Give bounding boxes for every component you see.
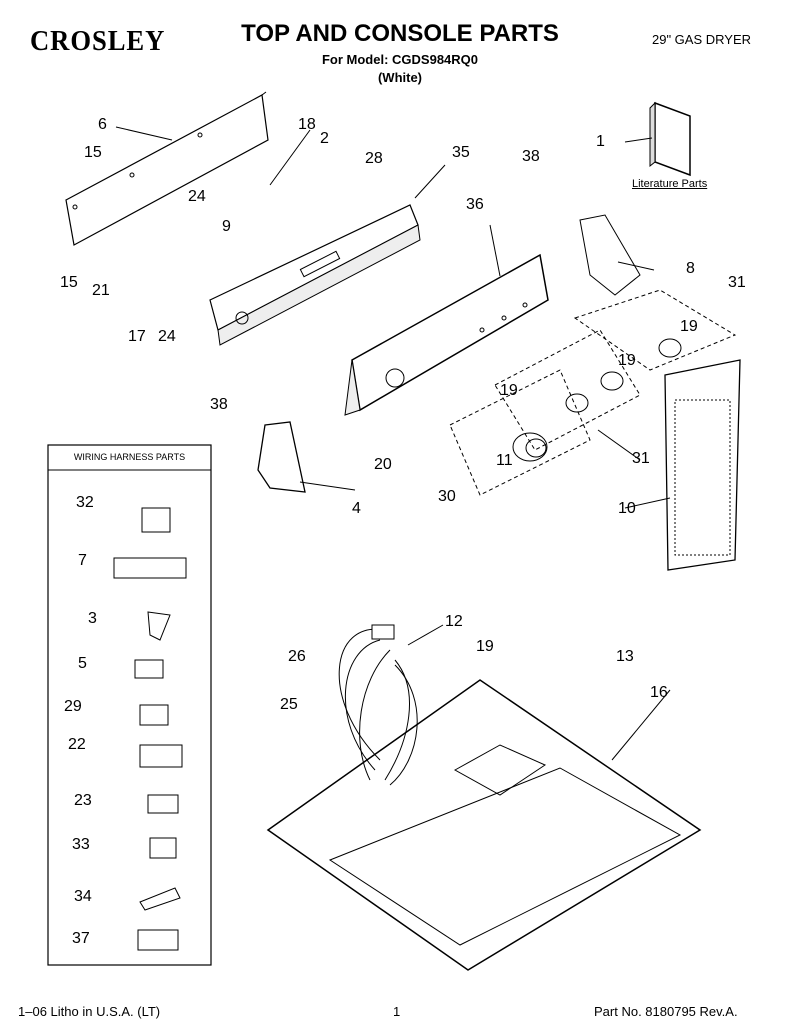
callout: 2 [320, 130, 329, 147]
wiring-harness-title: WIRING HARNESS PARTS [73, 452, 186, 462]
callout: 16 [650, 684, 668, 701]
callout: 11 [496, 452, 513, 469]
callout: 19 [476, 638, 494, 655]
callout: 38 [210, 396, 228, 413]
callout: 24 [188, 188, 206, 205]
callout: 25 [280, 696, 298, 713]
footer-part-number: Part No. 8180795 Rev.A. [594, 1004, 738, 1019]
callout: 1 [596, 133, 605, 150]
callout: 3 [88, 610, 97, 627]
callout: 37 [72, 930, 90, 947]
knob-shapes [512, 338, 682, 462]
callout: 19 [680, 318, 698, 335]
callout: 22 [68, 736, 86, 753]
wiring-harness-box [47, 444, 212, 966]
callout: 6 [98, 116, 107, 133]
callout: 19 [618, 352, 636, 369]
leader-lines [115, 126, 671, 761]
control-panel-shape [344, 253, 549, 416]
model-line: For Model: CGDS984RQ0 [321, 52, 479, 67]
callout: 20 [374, 456, 392, 473]
callout: 23 [74, 792, 92, 809]
callout: 31 [632, 450, 650, 467]
callout: 10 [618, 500, 636, 517]
callout: 4 [352, 500, 361, 517]
product-type: 29" GAS DRYER [652, 32, 752, 47]
callout: 29 [64, 698, 82, 715]
footer-page-number: 1 [393, 1004, 401, 1019]
back-panel-shape [65, 91, 269, 246]
callout: 13 [616, 648, 634, 665]
color-line: (White) [377, 70, 423, 85]
brand-logo: CROSLEY [30, 26, 166, 57]
callout: 24 [158, 328, 176, 345]
callout: 15 [84, 144, 102, 161]
callout: 31 [728, 274, 746, 291]
callout: 15 [60, 274, 78, 291]
callout: 21 [92, 282, 110, 299]
callout: 30 [438, 488, 456, 505]
callout: 38 [522, 148, 540, 165]
callout: 7 [78, 552, 87, 569]
harness-part-icons [113, 507, 187, 951]
callout: 36 [466, 196, 484, 213]
lint-screen-shape [664, 359, 741, 571]
callout: 5 [78, 655, 87, 672]
literature-book-icon [649, 101, 691, 177]
literature-parts-label: Literature Parts [632, 178, 708, 190]
callout: 9 [222, 218, 231, 235]
callout: 12 [445, 613, 463, 630]
footer-litho: 1–06 Litho in U.S.A. (LT) [18, 1004, 161, 1019]
callout: 33 [72, 836, 90, 853]
console-shape [209, 204, 421, 346]
callout: 8 [686, 260, 695, 277]
callout: 18 [298, 116, 316, 133]
callout: 19 [500, 382, 518, 399]
callout: 32 [76, 494, 94, 511]
top-cover-shape [266, 679, 702, 971]
callout: 28 [365, 150, 383, 167]
knob-group-outlines [449, 289, 737, 496]
callout: 17 [128, 328, 146, 345]
wiring-harness-shape [338, 624, 418, 786]
callout: 26 [288, 648, 306, 665]
callout: 35 [452, 144, 470, 161]
page-title: TOP AND CONSOLE PARTS [241, 20, 559, 47]
callout: 34 [74, 888, 92, 905]
